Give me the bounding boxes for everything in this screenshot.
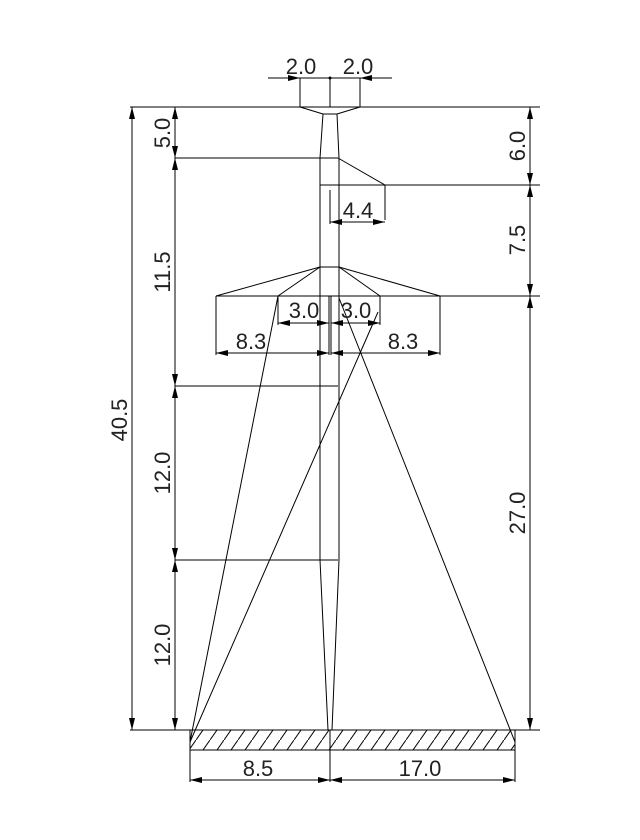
dim-total-height: 40.5 <box>107 399 132 442</box>
dim-left-seg1: 5.0 <box>150 118 175 149</box>
dimension-labels: 2.0 2.0 4.4 3.0 3.0 8.3 8.3 8.5 17.0 40.… <box>107 54 530 781</box>
crossarm <box>215 266 441 355</box>
tower-mast <box>299 106 361 731</box>
upper-arm <box>329 157 386 224</box>
tower-legs <box>189 295 516 743</box>
foundation-hatch <box>189 729 516 782</box>
dim-crossarm-inner-right: 3.0 <box>341 298 372 323</box>
dim-top-left: 2.0 <box>286 54 317 79</box>
dim-base-left: 8.5 <box>243 756 274 781</box>
dim-right-seg2: 7.5 <box>505 225 530 256</box>
dim-crossarm-inner-left: 3.0 <box>289 298 320 323</box>
dim-left-seg2: 11.5 <box>150 251 175 292</box>
dim-base-right: 17.0 <box>399 756 442 781</box>
dim-top-right: 2.0 <box>343 54 374 79</box>
dim-right-seg3: 27.0 <box>505 492 530 535</box>
dim-upper-arm: 4.4 <box>343 198 374 223</box>
dimension-lines <box>129 75 533 783</box>
dim-left-seg3: 12.0 <box>150 452 175 495</box>
dim-right-seg1: 6.0 <box>505 131 530 162</box>
reference-lines <box>130 106 540 731</box>
dim-crossarm-outer-right: 8.3 <box>388 329 419 354</box>
dim-crossarm-outer-left: 8.3 <box>236 329 267 354</box>
dim-left-seg4: 12.0 <box>150 624 175 667</box>
